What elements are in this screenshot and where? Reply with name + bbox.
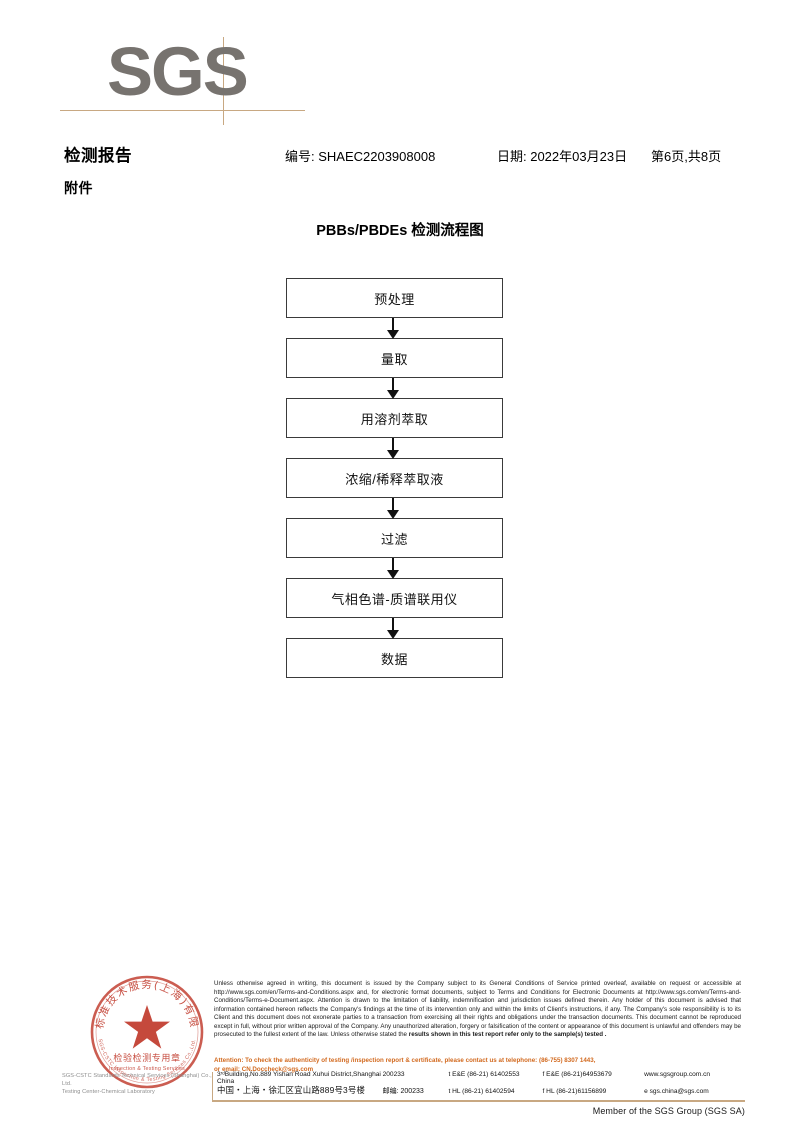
address-en: 3ʳᵈBuilding,No.889 Yishan Road Xuhui Dis… [217, 1071, 381, 1085]
website: www.sgsgroup.com.cn [644, 1071, 711, 1078]
member-statement: Member of the SGS Group (SGS SA) [592, 1106, 745, 1116]
address-row-cn: 中国・上海・徐汇区宜山路889号3号楼 邮编: 200233 t HL (86-… [217, 1086, 757, 1100]
company-seal-stamp: 国际标准技术服务(上海)有限公司 SGS-CSTC Inspection & T… [82, 964, 206, 1091]
address-contact-block: 3ʳᵈBuilding,No.889 Yishan Road Xuhui Dis… [217, 1071, 757, 1100]
attention-notice: Attention: To check the authenticity of … [214, 1057, 741, 1074]
report-date: 日期: 2022年03月23日 [497, 149, 628, 164]
seal-company-line2: Testing Center-Chemical Laboratory [62, 1089, 155, 1096]
flow-arrow-down-icon [286, 318, 503, 339]
legal-bold-tail: results shown in this test report refer … [408, 1031, 607, 1039]
page-indicator: 第6页,共8页 [651, 149, 722, 164]
flow-arrow-down-icon [286, 618, 503, 639]
sgs-wordmark: SGS [107, 33, 249, 110]
flow-arrow-down-icon [286, 558, 503, 579]
logo-horizontal-rule [60, 110, 305, 111]
flow-node: 浓缩/稀释萃取液 [286, 458, 503, 498]
flow-arrow-down-icon [286, 378, 503, 399]
legal-terms-text: Unless otherwise agreed in writing, this… [214, 980, 741, 1040]
address-row-en: 3ʳᵈBuilding,No.889 Yishan Road Xuhui Dis… [217, 1071, 757, 1086]
svg-text:检验检测专用章: 检验检测专用章 [113, 1052, 180, 1064]
flow-node: 数据 [286, 638, 503, 678]
fax-ee-1: f E&E (86-21)64953679 [542, 1071, 612, 1078]
flow-arrow-down-icon [286, 498, 503, 519]
report-header: 检测报告 附件 编号: SHAEC2203908008 日期: 2022年03月… [0, 142, 800, 202]
email: e sgs.china@sgs.com [644, 1088, 709, 1095]
flow-node: 预处理 [286, 278, 503, 318]
svg-text:Inspection & Testing Services: Inspection & Testing Services [109, 1066, 185, 1072]
tel-ee-1: t E&E (86-21) 61402553 [448, 1071, 520, 1078]
fax-hl-1: f HL (86-21)61156899 [542, 1088, 607, 1095]
flow-node: 用溶剂萃取 [286, 398, 503, 438]
document-footer: 国际标准技术服务(上海)有限公司 SGS-CSTC Inspection & T… [0, 960, 800, 1131]
tel-hl-1: t HL (86-21) 61402594 [448, 1088, 515, 1095]
flow-arrow-down-icon [286, 438, 503, 459]
flow-node: 量取 [286, 338, 503, 378]
flowchart-title: PBBs/PBDEs 检测流程图 [316, 223, 484, 239]
footer-rule [212, 1100, 745, 1102]
address-cn: 中国・上海・徐汇区宜山路889号3号楼 [217, 1085, 366, 1095]
attachment-label: 附件 [64, 180, 93, 196]
postcode-en: 200233 [382, 1071, 405, 1078]
logo-vertical-rule [223, 37, 224, 125]
legal-body: Unless otherwise agreed in writing, this… [214, 980, 741, 1039]
flowchart: 预处理 量取 用溶剂萃取 浓缩/稀释萃取液 过滤 气相色谱-质谱联用仪 数据 [286, 278, 503, 678]
postcode-cn: 邮编: 200233 [382, 1088, 424, 1095]
seal-company-line1: SGS-CSTC Standards Technical Services (S… [62, 1073, 212, 1088]
attention-line-1: Attention: To check the authenticity of … [214, 1057, 596, 1064]
seal-company-name: SGS-CSTC Standards Technical Services (S… [62, 1072, 222, 1096]
sgs-logo: SGS [60, 32, 360, 132]
address-divider [212, 1072, 213, 1100]
report-number: 编号: SHAEC2203908008 [285, 149, 436, 164]
flow-node: 气相色谱-质谱联用仪 [286, 578, 503, 618]
flow-node: 过滤 [286, 518, 503, 558]
attention-line-2: or email: CN.Doccheck@sgs.com [214, 1065, 314, 1073]
page-title: 检测报告 [64, 147, 132, 165]
